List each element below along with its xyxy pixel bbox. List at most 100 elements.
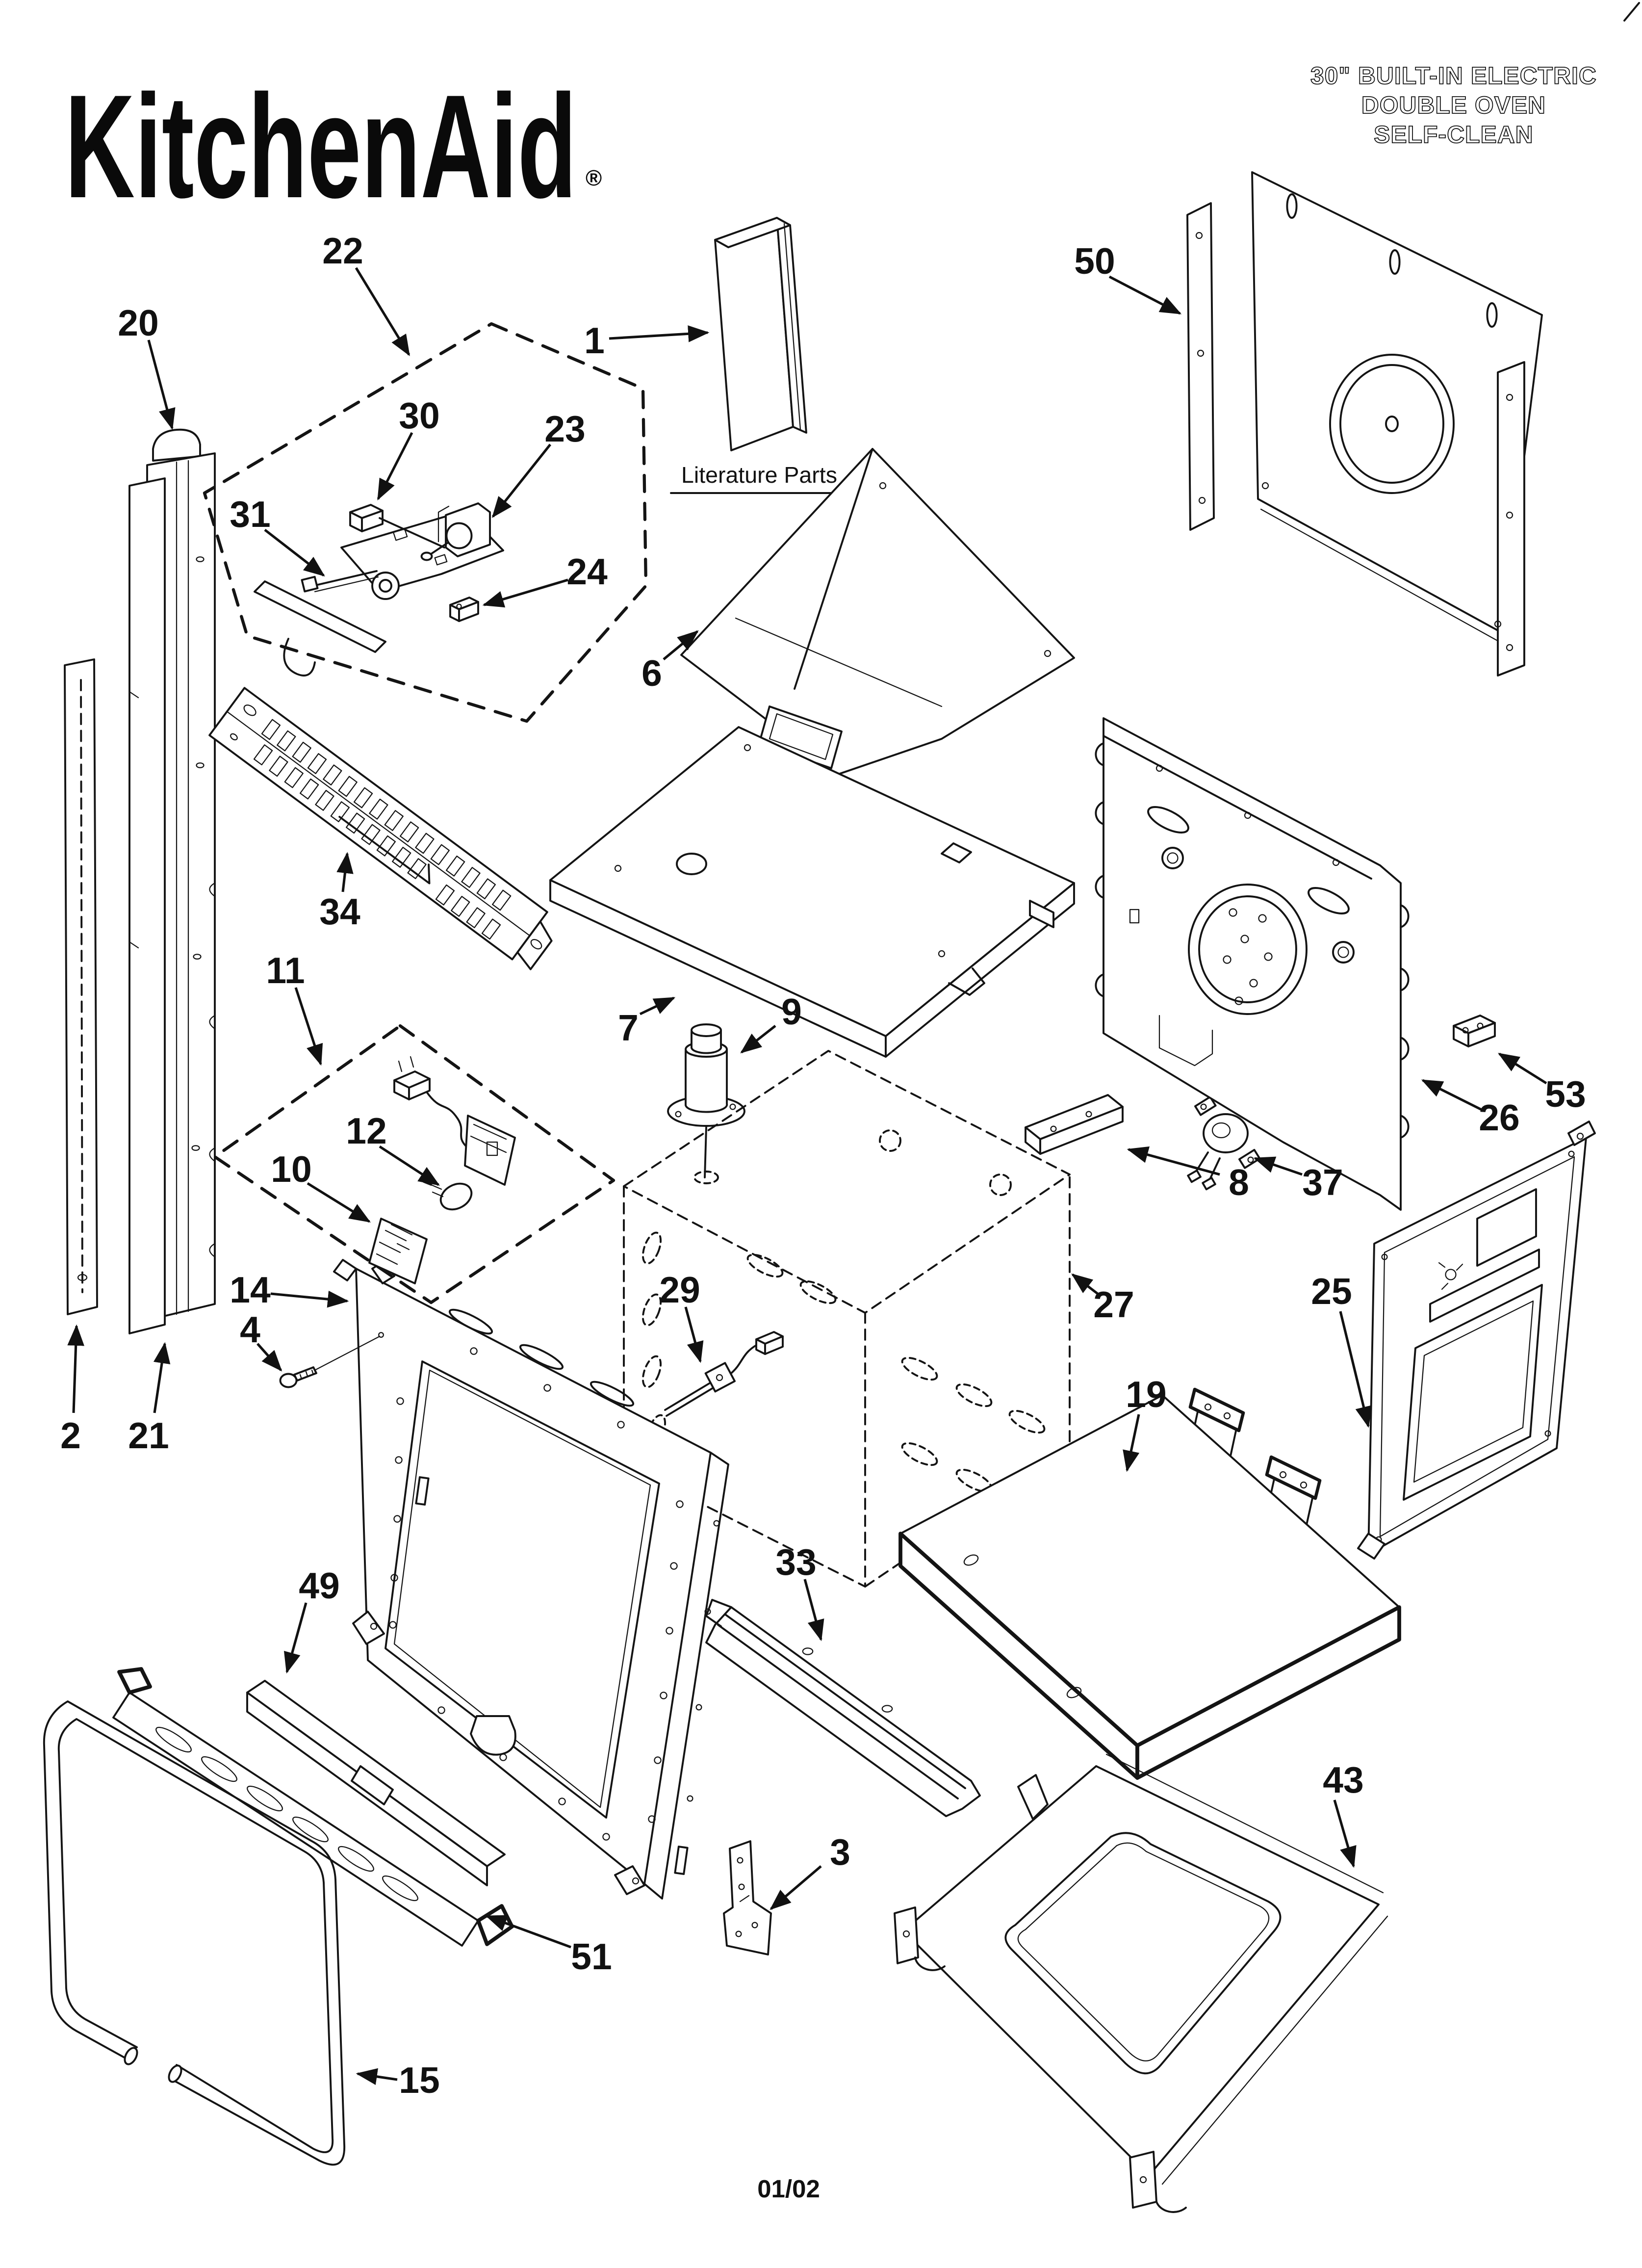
title-line-3: SELF-CLEAN (1374, 121, 1533, 148)
callout-43: 43 (1323, 1759, 1364, 1868)
part-callout-21: 21 (128, 1415, 169, 1456)
leader-arrow-49 (283, 1602, 308, 1674)
part-callout-50: 50 (1074, 240, 1115, 282)
part-callout-37: 37 (1302, 1162, 1343, 1203)
leader-arrow-22 (355, 267, 410, 356)
leader-arrow-10 (307, 1182, 371, 1223)
callout-10: 10 (271, 1148, 371, 1223)
callout-21: 21 (128, 1342, 171, 1456)
part-callout-30: 30 (399, 395, 439, 436)
callout-15: 15 (356, 2059, 440, 2101)
part-callout-8: 8 (1229, 1162, 1249, 1203)
part-callout-53: 53 (1545, 1073, 1586, 1115)
part-callout-34: 34 (319, 891, 360, 932)
leader-arrow-11 (294, 987, 323, 1066)
leader-arrow-33 (803, 1579, 824, 1642)
callout-12: 12 (346, 1110, 440, 1186)
part-34-vent-grille (208, 687, 553, 970)
part-callout-23: 23 (544, 408, 585, 449)
part-callout-49: 49 (299, 1565, 339, 1606)
leader-arrow-27 (1071, 1273, 1099, 1295)
part-callout-10: 10 (271, 1148, 311, 1190)
leader-arrow-51 (485, 1915, 571, 1949)
part-callout-3: 3 (830, 1831, 850, 1873)
part-callout-26: 26 (1479, 1097, 1519, 1138)
callout-37: 37 (1253, 1156, 1343, 1203)
part-callout-11: 11 (266, 950, 305, 991)
callout-25: 25 (1311, 1271, 1372, 1428)
callout-6: 6 (641, 630, 699, 694)
leader-arrow-14 (270, 1290, 349, 1308)
leader-arrow-31 (264, 528, 325, 577)
leader-arrow-4 (257, 1343, 282, 1372)
callout-49: 49 (283, 1565, 340, 1674)
callout-31: 31 (230, 494, 325, 577)
part-callout-43: 43 (1323, 1759, 1363, 1800)
brand-logo: KitchenAid (65, 64, 577, 229)
part-21-side-trim (128, 452, 216, 1334)
model-title: 30" BUILT-IN ELECTRIC DOUBLE OVEN SELF-C… (1310, 62, 1597, 149)
light-kit-parts (368, 1056, 516, 1284)
callout-3: 3 (770, 1831, 850, 1910)
callout-20: 20 (118, 302, 176, 430)
part-callout-27: 27 (1093, 1284, 1134, 1325)
part-callout-12: 12 (346, 1110, 386, 1151)
leader-arrow-53 (1498, 1052, 1547, 1085)
callout-14: 14 (230, 1269, 349, 1310)
corner-mark (1623, 2, 1640, 22)
leader-arrow-34 (336, 852, 354, 892)
leader-arrow-19 (1123, 1414, 1140, 1472)
part-50-rear-support-panel (1186, 171, 1543, 677)
leader-arrow-12 (379, 1145, 440, 1186)
callout-34: 34 (319, 852, 360, 932)
callout-51: 51 (485, 1915, 612, 1977)
leader-arrow-20 (147, 339, 176, 430)
part-callout-9: 9 (781, 991, 802, 1032)
leader-arrow-2 (67, 1324, 84, 1413)
part-20-end-cap (152, 428, 201, 462)
literature-parts-label: Literature Parts (681, 462, 837, 488)
title-line-2: DOUBLE OVEN (1361, 92, 1546, 119)
part-callout-33: 33 (775, 1541, 816, 1583)
leader-arrow-1 (609, 325, 710, 342)
part-11-light-kit-boundary (213, 1024, 616, 1304)
callout-11: 11 (266, 950, 323, 1066)
part-14-front-frame (333, 1259, 729, 1900)
callout-50: 50 (1074, 240, 1182, 315)
part-9-fan-motor (667, 1023, 745, 1178)
brand-registered-mark: ® (586, 165, 602, 190)
leader-arrow-50 (1108, 275, 1182, 315)
part-2-side-trim (64, 658, 98, 1315)
footer-date-code: 01/02 (757, 2175, 820, 2203)
part-callout-51: 51 (571, 1936, 612, 1977)
callout-2: 2 (60, 1324, 84, 1456)
latch-mechanism (254, 502, 504, 677)
leader-arrow-6 (663, 630, 699, 660)
leader-arrow-37 (1253, 1156, 1303, 1176)
part-22-latch-assembly-boundary (203, 322, 648, 723)
leader-arrow-25 (1339, 1311, 1372, 1428)
part-43-bottom-pan (894, 1753, 1388, 2213)
header: KitchenAid ® 30" BUILT-IN ELECTRIC DOUBL… (65, 2, 1640, 229)
part-callout-4: 4 (240, 1309, 260, 1350)
part-7-oven-top-panel (549, 726, 1075, 1058)
leader-arrow-24 (482, 578, 568, 608)
leader-arrow-29 (684, 1306, 704, 1363)
part-callout-7: 7 (618, 1007, 639, 1048)
leader-arrow-21 (153, 1342, 171, 1413)
callout-19: 19 (1123, 1374, 1167, 1472)
part-callout-20: 20 (118, 302, 158, 343)
callout-33: 33 (775, 1541, 824, 1642)
part-callout-22: 22 (322, 230, 363, 271)
part-callout-29: 29 (659, 1269, 700, 1310)
part-callout-2: 2 (60, 1415, 81, 1456)
part-callout-24: 24 (566, 551, 608, 592)
part-callout-1: 1 (584, 320, 605, 361)
part-15-door-gasket (43, 1700, 346, 2166)
part-33-support-channel (705, 1599, 981, 1817)
leader-arrow-9 (740, 1024, 776, 1054)
callout-27: 27 (1071, 1273, 1134, 1325)
part-26-rear-panel (1095, 717, 1410, 1211)
part-19-divider-shelf (898, 1387, 1401, 1780)
